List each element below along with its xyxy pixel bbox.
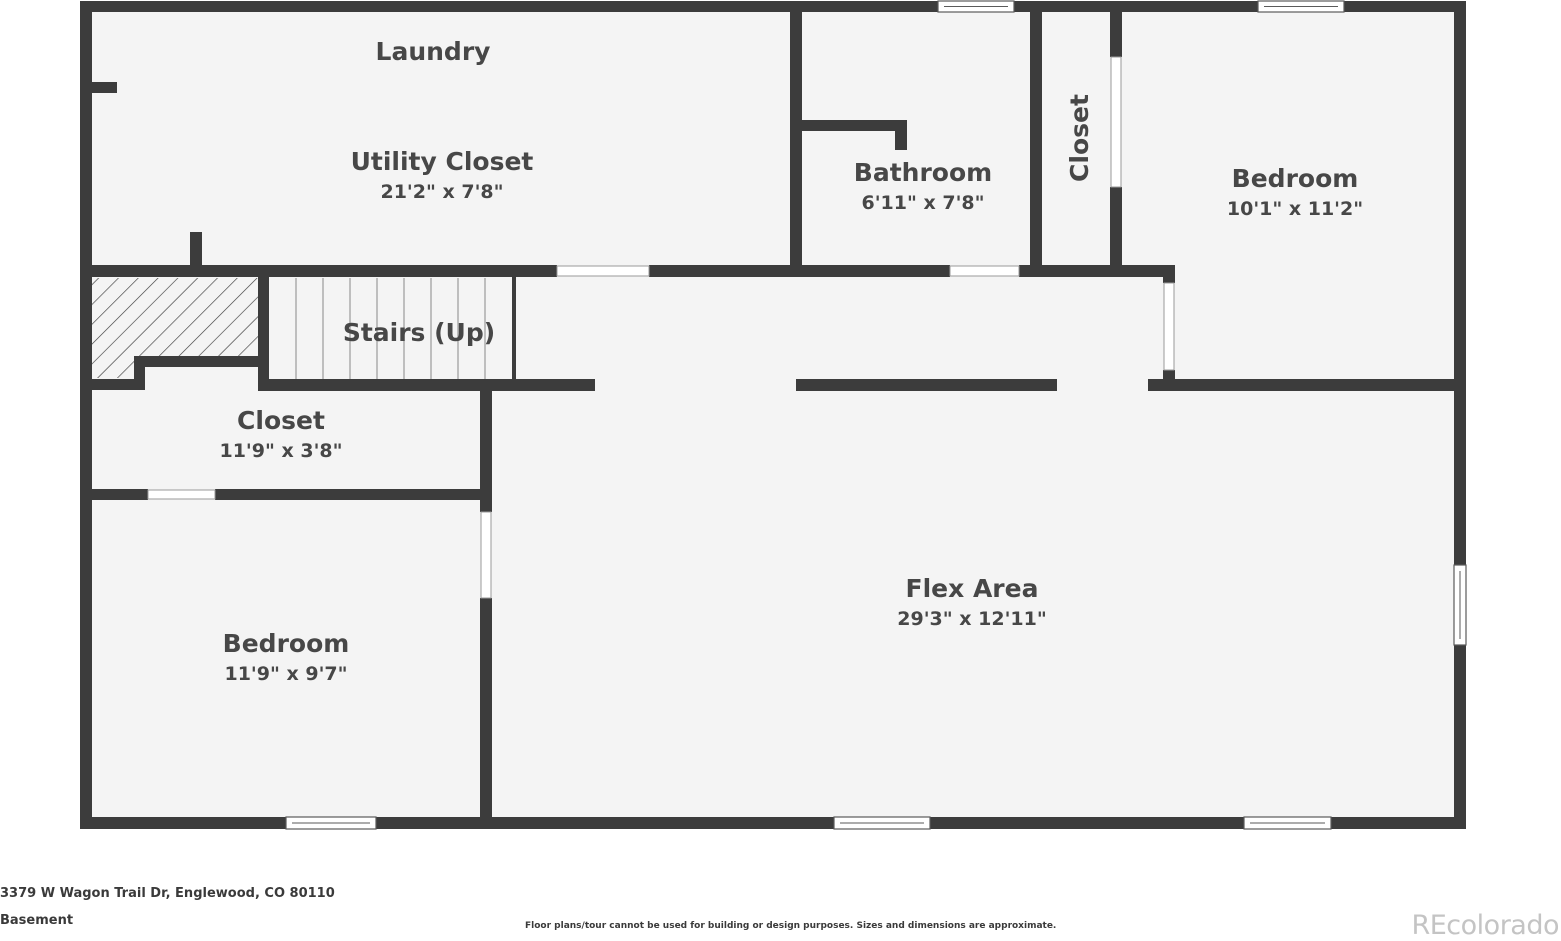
room-label-closet-west: Closet xyxy=(237,406,325,435)
room-dims-closet-west: 11'9" x 3'8" xyxy=(219,440,342,462)
room-label-bathroom: Bathroom xyxy=(854,158,992,187)
door-gaps xyxy=(147,56,1175,599)
room-dims-bedroom-sw: 11'9" x 9'7" xyxy=(224,663,347,685)
stair-treads xyxy=(295,278,486,380)
disclaimer-text: Floor plans/tour cannot be used for buil… xyxy=(525,921,1057,931)
brand-watermark: REcolorado xyxy=(1411,910,1559,941)
property-address: 3379 W Wagon Trail Dr, Englewood, CO 801… xyxy=(0,886,335,901)
room-label-laundry: Laundry xyxy=(376,37,491,66)
floor-area xyxy=(84,6,1461,824)
floor-level-label: Basement xyxy=(0,913,74,928)
room-dims-bedroom-ne: 10'1" x 11'2" xyxy=(1227,198,1363,220)
room-label-utility-closet: Utility Closet xyxy=(351,147,534,176)
room-dims-flex-area: 29'3" x 12'11" xyxy=(897,608,1046,630)
room-label-stairs: Stairs (Up) xyxy=(343,318,495,347)
window-mullions xyxy=(292,6,1461,824)
room-label-flex-area: Flex Area xyxy=(906,574,1039,603)
room-label-bedroom-ne: Bedroom xyxy=(1232,164,1359,193)
hatched-void xyxy=(92,278,258,378)
room-label-closet-vertical: Closet xyxy=(1065,94,1094,182)
room-dims-bathroom: 6'11" x 7'8" xyxy=(861,192,984,214)
room-label-bedroom-sw: Bedroom xyxy=(223,629,350,658)
room-dims-utility-closet: 21'2" x 7'8" xyxy=(380,181,503,203)
